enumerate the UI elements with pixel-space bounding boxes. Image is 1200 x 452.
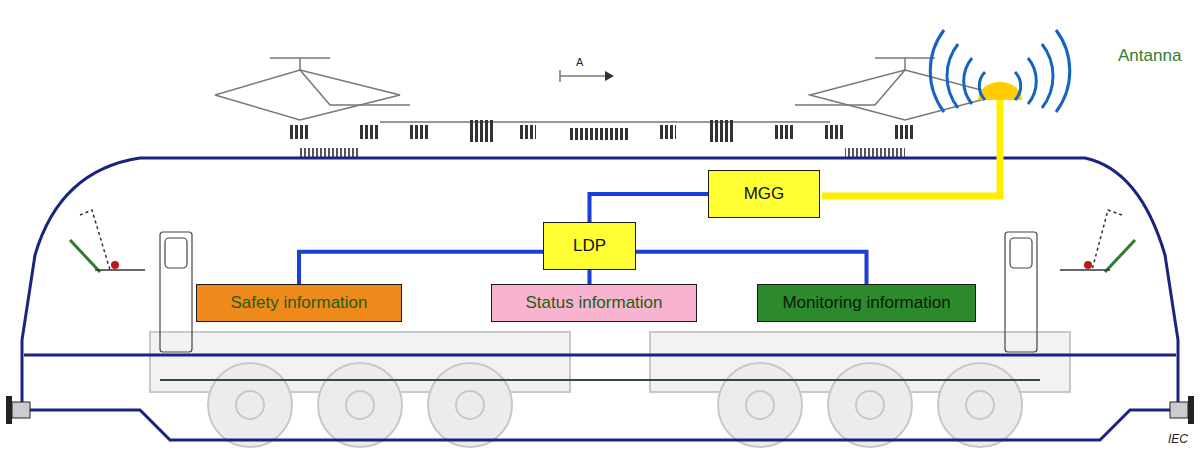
source-mark: IEC xyxy=(1168,432,1188,446)
box-label: MGG xyxy=(744,184,785,204)
view-letter: A xyxy=(576,56,583,68)
locomotive-body xyxy=(22,158,1178,440)
box-label: Status information xyxy=(525,293,662,313)
antenna-label: Antanna xyxy=(1118,46,1181,66)
cab-wiper xyxy=(70,210,1135,272)
box-label: Monitoring information xyxy=(782,293,950,313)
view-arrowhead xyxy=(605,71,614,81)
processor-box: LDP xyxy=(543,222,636,270)
info-box: Safety information xyxy=(196,284,402,322)
bus-line xyxy=(299,252,543,284)
gateway-box: MGG xyxy=(708,170,820,218)
buffer xyxy=(6,396,1194,424)
pantograph xyxy=(215,58,1000,122)
bus-line xyxy=(636,252,867,284)
bus-line xyxy=(590,194,709,222)
box-label: LDP xyxy=(573,236,606,256)
info-box: Monitoring information xyxy=(757,284,976,322)
roof-insulators xyxy=(290,120,915,158)
box-label: Safety information xyxy=(230,293,367,313)
door xyxy=(160,232,1037,352)
antenna xyxy=(822,30,1070,196)
info-box: Status information xyxy=(491,284,697,322)
bogie xyxy=(150,332,1070,447)
bus-line xyxy=(589,270,590,284)
